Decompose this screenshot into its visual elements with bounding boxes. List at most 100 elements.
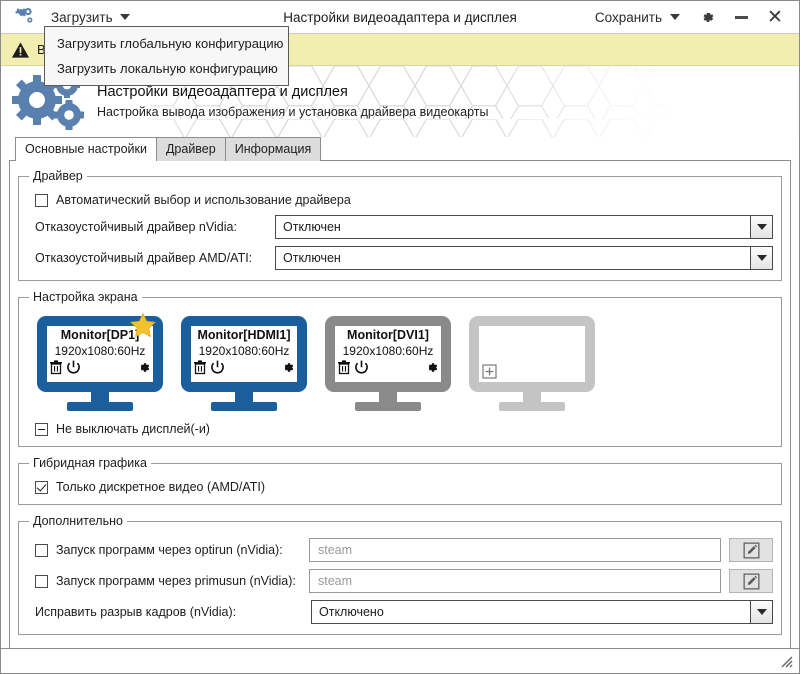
power-icon[interactable]	[66, 360, 81, 375]
monitor-card-dvi1[interactable]: Monitor[DVI1] 1920x1080:60Hz	[323, 314, 453, 414]
monitor-list: Monitor[DP1] 1920x1080:60Hz	[27, 310, 773, 416]
optirun-row: Запуск программ через optirun (nVidia): …	[35, 538, 773, 562]
monitor-mode: 1920x1080:60Hz	[54, 344, 146, 358]
settings-button[interactable]	[692, 3, 722, 31]
monitor-mode: 1920x1080:60Hz	[342, 344, 434, 358]
monitor-name: Monitor[DP1]	[60, 328, 140, 342]
amd-fallback-dropdown-arrow[interactable]	[750, 247, 772, 269]
amd-fallback-select[interactable]: Отключен	[275, 246, 773, 270]
monitor-card-add[interactable]	[467, 314, 597, 414]
tearfree-row: Исправить разрыв кадров (nVidia): Отключ…	[35, 600, 773, 624]
additional-group: Дополнительно Запуск программ через opti…	[18, 514, 782, 635]
close-icon: ✕	[767, 5, 783, 28]
auto-driver-checkbox[interactable]	[35, 193, 48, 207]
additional-group-legend: Дополнительно	[33, 514, 123, 528]
keep-display-on-row[interactable]: Не выключать дисплей(-и)	[35, 422, 773, 436]
amd-fallback-label: Отказоустойчивый драйвер AMD/ATI:	[35, 251, 253, 265]
tearfree-dropdown-arrow[interactable]	[750, 601, 772, 623]
driver-group-legend: Драйвер	[33, 169, 83, 183]
optirun-input[interactable]: steam	[309, 538, 721, 562]
primusrun-checkbox[interactable]	[35, 574, 48, 588]
primusrun-input-placeholder: steam	[318, 574, 353, 588]
hybrid-graphics-legend: Гибридная графика	[33, 456, 147, 470]
discrete-only-row[interactable]: Только дискретное видео (AMD/ATI)	[35, 480, 773, 494]
tearfree-label: Исправить разрыв кадров (nVidia):	[35, 605, 237, 619]
banner-text: Настройки видеоадаптера и дисплея Настро…	[97, 84, 489, 119]
primusrun-edit-button[interactable]	[729, 569, 773, 593]
tab-information[interactable]: Информация	[224, 137, 322, 161]
minimize-icon	[734, 15, 748, 19]
trash-icon[interactable]	[337, 360, 351, 375]
driver-group: Драйвер Автоматический выбор и использов…	[18, 169, 782, 281]
power-icon[interactable]	[210, 360, 225, 375]
gear-icon[interactable]	[280, 360, 295, 375]
gear-icon[interactable]	[136, 360, 151, 375]
app-icon	[1, 7, 45, 27]
star-icon	[130, 312, 156, 338]
nvidia-fallback-select[interactable]: Отключен	[275, 215, 773, 239]
save-menu-button[interactable]: Сохранить	[587, 7, 688, 28]
monitor-card-hdmi1[interactable]: Monitor[HDMI1] 1920x1080:60Hz	[179, 314, 309, 414]
minimize-button[interactable]	[726, 3, 756, 31]
discrete-only-checkbox[interactable]	[35, 480, 48, 494]
tab-driver[interactable]: Драйвер	[155, 137, 226, 161]
primusrun-input[interactable]: steam	[309, 569, 721, 593]
resize-grip-icon[interactable]	[779, 654, 793, 668]
load-menu-button[interactable]: Загрузить	[45, 7, 136, 28]
screen-group: Настройка экрана Monitor[DP1] 1920x1080:…	[18, 290, 782, 447]
pencil-square-icon	[743, 542, 759, 558]
auto-driver-label: Автоматический выбор и использование дра…	[56, 193, 351, 207]
tab-content-panel: Драйвер Автоматический выбор и использов…	[9, 160, 791, 652]
title-bar-actions: Сохранить ✕	[587, 3, 799, 31]
tab-main-settings[interactable]: Основные настройки	[15, 137, 157, 161]
close-button[interactable]: ✕	[760, 3, 790, 31]
monitor-mode: 1920x1080:60Hz	[198, 344, 290, 358]
nvidia-fallback-dropdown-arrow[interactable]	[750, 216, 772, 238]
chevron-down-icon	[670, 14, 680, 20]
keep-display-on-checkbox[interactable]	[35, 422, 48, 436]
nvidia-fallback-value: Отключен	[283, 220, 341, 234]
trash-icon[interactable]	[193, 360, 207, 375]
chevron-down-icon	[756, 224, 767, 230]
primusrun-label: Запуск программ через primusun (nVidia):	[56, 574, 296, 588]
tearfree-select[interactable]: Отключено	[311, 600, 773, 624]
auto-driver-row[interactable]: Автоматический выбор и использование дра…	[35, 193, 773, 207]
monitor-name: Monitor[HDMI1]	[197, 328, 291, 342]
power-icon[interactable]	[354, 360, 369, 375]
chevron-down-icon	[119, 14, 130, 20]
gear-icon[interactable]	[424, 360, 439, 375]
window-title-text: Настройки видеоадаптера и дисплея	[283, 10, 517, 25]
nvidia-fallback-label: Отказоустойчивый драйвер nVidia:	[35, 220, 237, 234]
plus-box-icon[interactable]	[482, 364, 497, 379]
pencil-square-icon	[743, 573, 759, 589]
chevron-down-icon	[756, 255, 767, 261]
banner-subtitle: Настройка вывода изображения и установка…	[97, 105, 489, 119]
load-menu-label: Загрузить	[51, 9, 113, 25]
monitor-name: Monitor[DVI1]	[347, 328, 429, 342]
chevron-down-icon	[756, 609, 767, 615]
optirun-edit-button[interactable]	[729, 538, 773, 562]
load-dropdown-menu[interactable]: Загрузить глобальную конфигурацию Загруз…	[44, 26, 289, 86]
nvidia-fallback-row: Отказоустойчивый драйвер nVidia: Отключе…	[35, 215, 773, 239]
menu-item-load-local[interactable]: Загрузить локальную конфигурацию	[57, 61, 278, 76]
keep-display-on-label: Не выключать дисплей(-и)	[56, 422, 210, 436]
save-menu-label: Сохранить	[594, 9, 662, 25]
menu-item-load-global[interactable]: Загрузить глобальную конфигурацию	[57, 36, 284, 51]
screen-group-legend: Настройка экрана	[33, 290, 138, 304]
warning-triangle-icon	[11, 41, 30, 58]
trash-icon[interactable]	[49, 360, 63, 375]
status-bar	[1, 648, 799, 673]
tearfree-value: Отключено	[319, 605, 384, 619]
monitor-card-dp1[interactable]: Monitor[DP1] 1920x1080:60Hz	[35, 312, 165, 414]
discrete-only-label: Только дискретное видео (AMD/ATI)	[56, 480, 266, 494]
optirun-label: Запуск программ через optirun (nVidia):	[56, 543, 283, 557]
warning-text: В	[37, 42, 46, 57]
amd-fallback-value: Отключен	[283, 251, 341, 265]
primusrun-row: Запуск программ через primusun (nVidia):…	[35, 569, 773, 593]
optirun-input-placeholder: steam	[318, 543, 353, 557]
tab-strip: Основные настройки Драйвер Информация	[1, 137, 799, 161]
amd-fallback-row: Отказоустойчивый драйвер AMD/ATI: Отключ…	[35, 246, 773, 270]
optirun-checkbox[interactable]	[35, 543, 48, 557]
hybrid-graphics-group: Гибридная графика Только дискретное виде…	[18, 456, 782, 505]
